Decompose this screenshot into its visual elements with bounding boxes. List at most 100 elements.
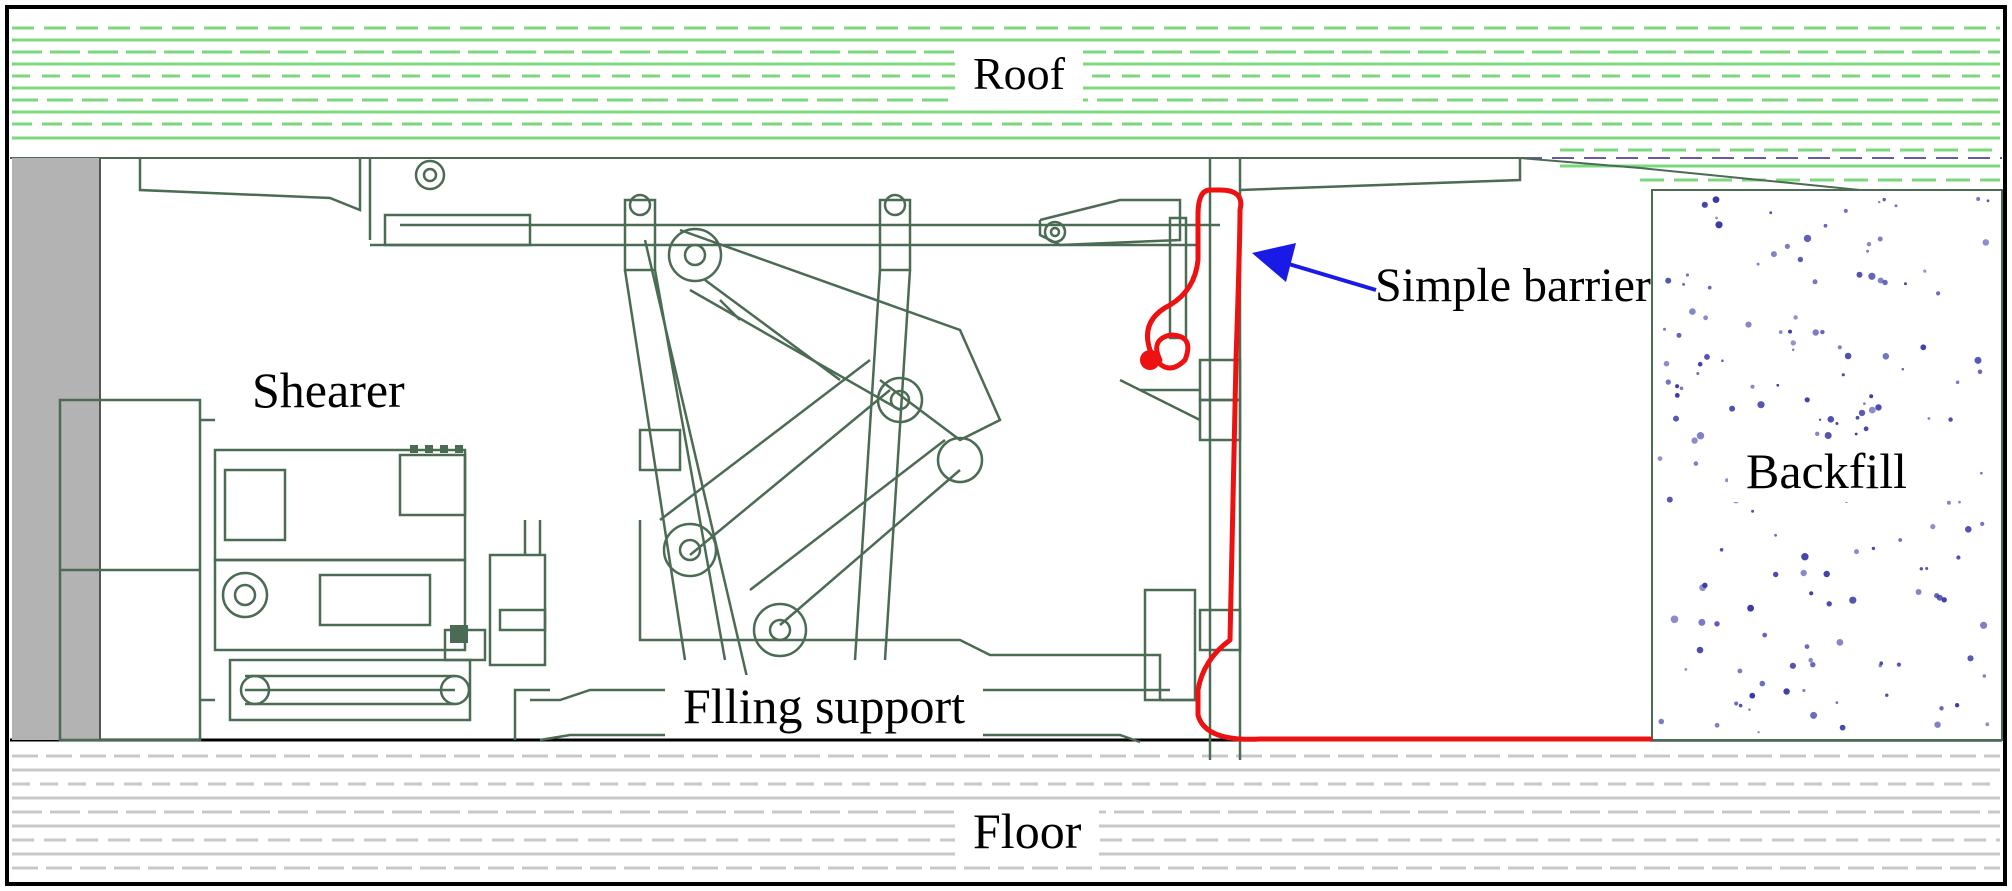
- backfill-speck: [1682, 283, 1685, 286]
- backfill-speck: [1812, 279, 1818, 285]
- backfill-speck: [1882, 353, 1890, 360]
- backfill-speck: [1878, 663, 1883, 668]
- backfill-speck: [1904, 282, 1907, 286]
- simple-barrier-label: Simple barrier: [1375, 259, 1651, 312]
- backfill-speck: [1954, 703, 1960, 708]
- backfill-speck: [1804, 644, 1810, 649]
- backfill-speck: [1748, 708, 1751, 711]
- backfill-speck: [1839, 724, 1846, 731]
- backfill-speck: [1871, 546, 1876, 551]
- backfill-speck: [1793, 315, 1798, 320]
- coal-wall: [12, 158, 100, 740]
- backfill-speck: [1702, 582, 1708, 588]
- backfill-speck: [1841, 373, 1845, 377]
- backfill-speck: [1790, 340, 1797, 346]
- backfill-speck: [1673, 415, 1679, 422]
- backfill-speck: [1734, 701, 1739, 706]
- backfill-speck: [1836, 639, 1844, 646]
- backfill-speck: [1915, 589, 1922, 595]
- backfill-speck: [1696, 432, 1705, 440]
- backfill-speck: [1800, 569, 1807, 577]
- backfill-speck: [1788, 329, 1792, 334]
- backfill-speck: [1729, 405, 1736, 412]
- backfill-speck: [1693, 461, 1699, 466]
- backfill-speck: [1835, 422, 1839, 425]
- backfill-speck: [1974, 356, 1982, 364]
- backfill-speck: [1703, 315, 1708, 321]
- backfill-speck: [1958, 500, 1961, 504]
- backfill-speck: [1696, 372, 1700, 375]
- backfill-speck: [1804, 397, 1810, 403]
- roof-label: Roof: [955, 45, 1083, 103]
- backfill-speck: [1823, 223, 1828, 228]
- backfill-speck: [1863, 426, 1869, 432]
- backfill-speck: [1789, 662, 1796, 669]
- backfill-speck: [1750, 384, 1755, 389]
- backfill-speck: [1925, 567, 1929, 570]
- backfill-speck: [1803, 234, 1812, 243]
- backfill-speck: [1837, 345, 1842, 350]
- backfill-speck: [1920, 344, 1927, 351]
- backfill-speck: [1818, 418, 1822, 421]
- backfill-speck: [1980, 521, 1985, 527]
- backfill-speck: [1759, 680, 1766, 687]
- backfill-speck: [1679, 386, 1684, 391]
- backfill-speck: [1934, 721, 1941, 728]
- backfill-speck: [1946, 500, 1951, 505]
- backfill-speck: [1982, 674, 1987, 678]
- backfill-speck: [1704, 354, 1710, 360]
- backfill-speck: [1714, 621, 1720, 627]
- backfill-speck: [1696, 646, 1704, 654]
- backfill-speck: [1936, 291, 1941, 296]
- backfill-speck: [1854, 432, 1858, 436]
- backfill-speck: [1663, 360, 1670, 367]
- backfill-speck: [1877, 236, 1883, 242]
- backfill-speck: [1856, 271, 1863, 278]
- backfill-speck: [1854, 549, 1859, 555]
- backfill-speck: [1849, 596, 1857, 604]
- backfill-speck: [1714, 722, 1720, 728]
- backfill-speck: [1939, 706, 1944, 711]
- backfill-speck: [1658, 718, 1665, 725]
- backfill-speck: [1980, 471, 1983, 475]
- backfill-speck: [1866, 242, 1872, 247]
- backfill-speck: [1877, 277, 1884, 284]
- backfill-speck: [1863, 402, 1866, 405]
- barrier-coil-icon: [1140, 350, 1160, 370]
- backfill-speck: [1868, 272, 1876, 280]
- backfill-speck: [1843, 208, 1848, 213]
- backfill-speck: [1701, 201, 1708, 208]
- backfill-speck: [1674, 393, 1680, 398]
- backfill-speck: [1707, 285, 1712, 290]
- backfill-speck: [1801, 553, 1809, 561]
- backfill-speck: [1784, 243, 1790, 249]
- backfill-label: Backfill: [1728, 440, 1926, 502]
- backfill-speck: [1685, 273, 1689, 277]
- backfill-speck: [1657, 456, 1663, 461]
- shearer-label: Shearer: [252, 362, 405, 418]
- backfill-speck: [1756, 262, 1760, 266]
- backfill-speck: [1858, 409, 1866, 417]
- backfill-speck: [1691, 437, 1698, 444]
- backfill-speck: [1747, 604, 1754, 612]
- backfill-speck: [1810, 711, 1818, 719]
- backfill-speck: [1980, 621, 1988, 629]
- shearer-machine: [58, 398, 547, 742]
- backfill-speck: [1923, 269, 1927, 273]
- backfill-speck: [1894, 204, 1898, 208]
- backfill-speck: [1982, 239, 1990, 246]
- backfill-speck: [1697, 361, 1703, 367]
- backfill-speck: [1757, 401, 1765, 409]
- backfill-speck: [1930, 524, 1936, 530]
- backfill-speck: [1875, 404, 1882, 411]
- backfill-speck: [1812, 329, 1819, 336]
- backfill-speck: [1965, 526, 1972, 533]
- backfill-speck: [1719, 548, 1724, 552]
- backfill-speck: [1896, 662, 1901, 667]
- filling-support-label: Flling support: [665, 675, 983, 737]
- backfill-speck: [1721, 359, 1724, 363]
- backfill-speck: [1737, 668, 1743, 674]
- backfill-speck: [1663, 327, 1666, 331]
- backfill-speck: [1868, 406, 1876, 414]
